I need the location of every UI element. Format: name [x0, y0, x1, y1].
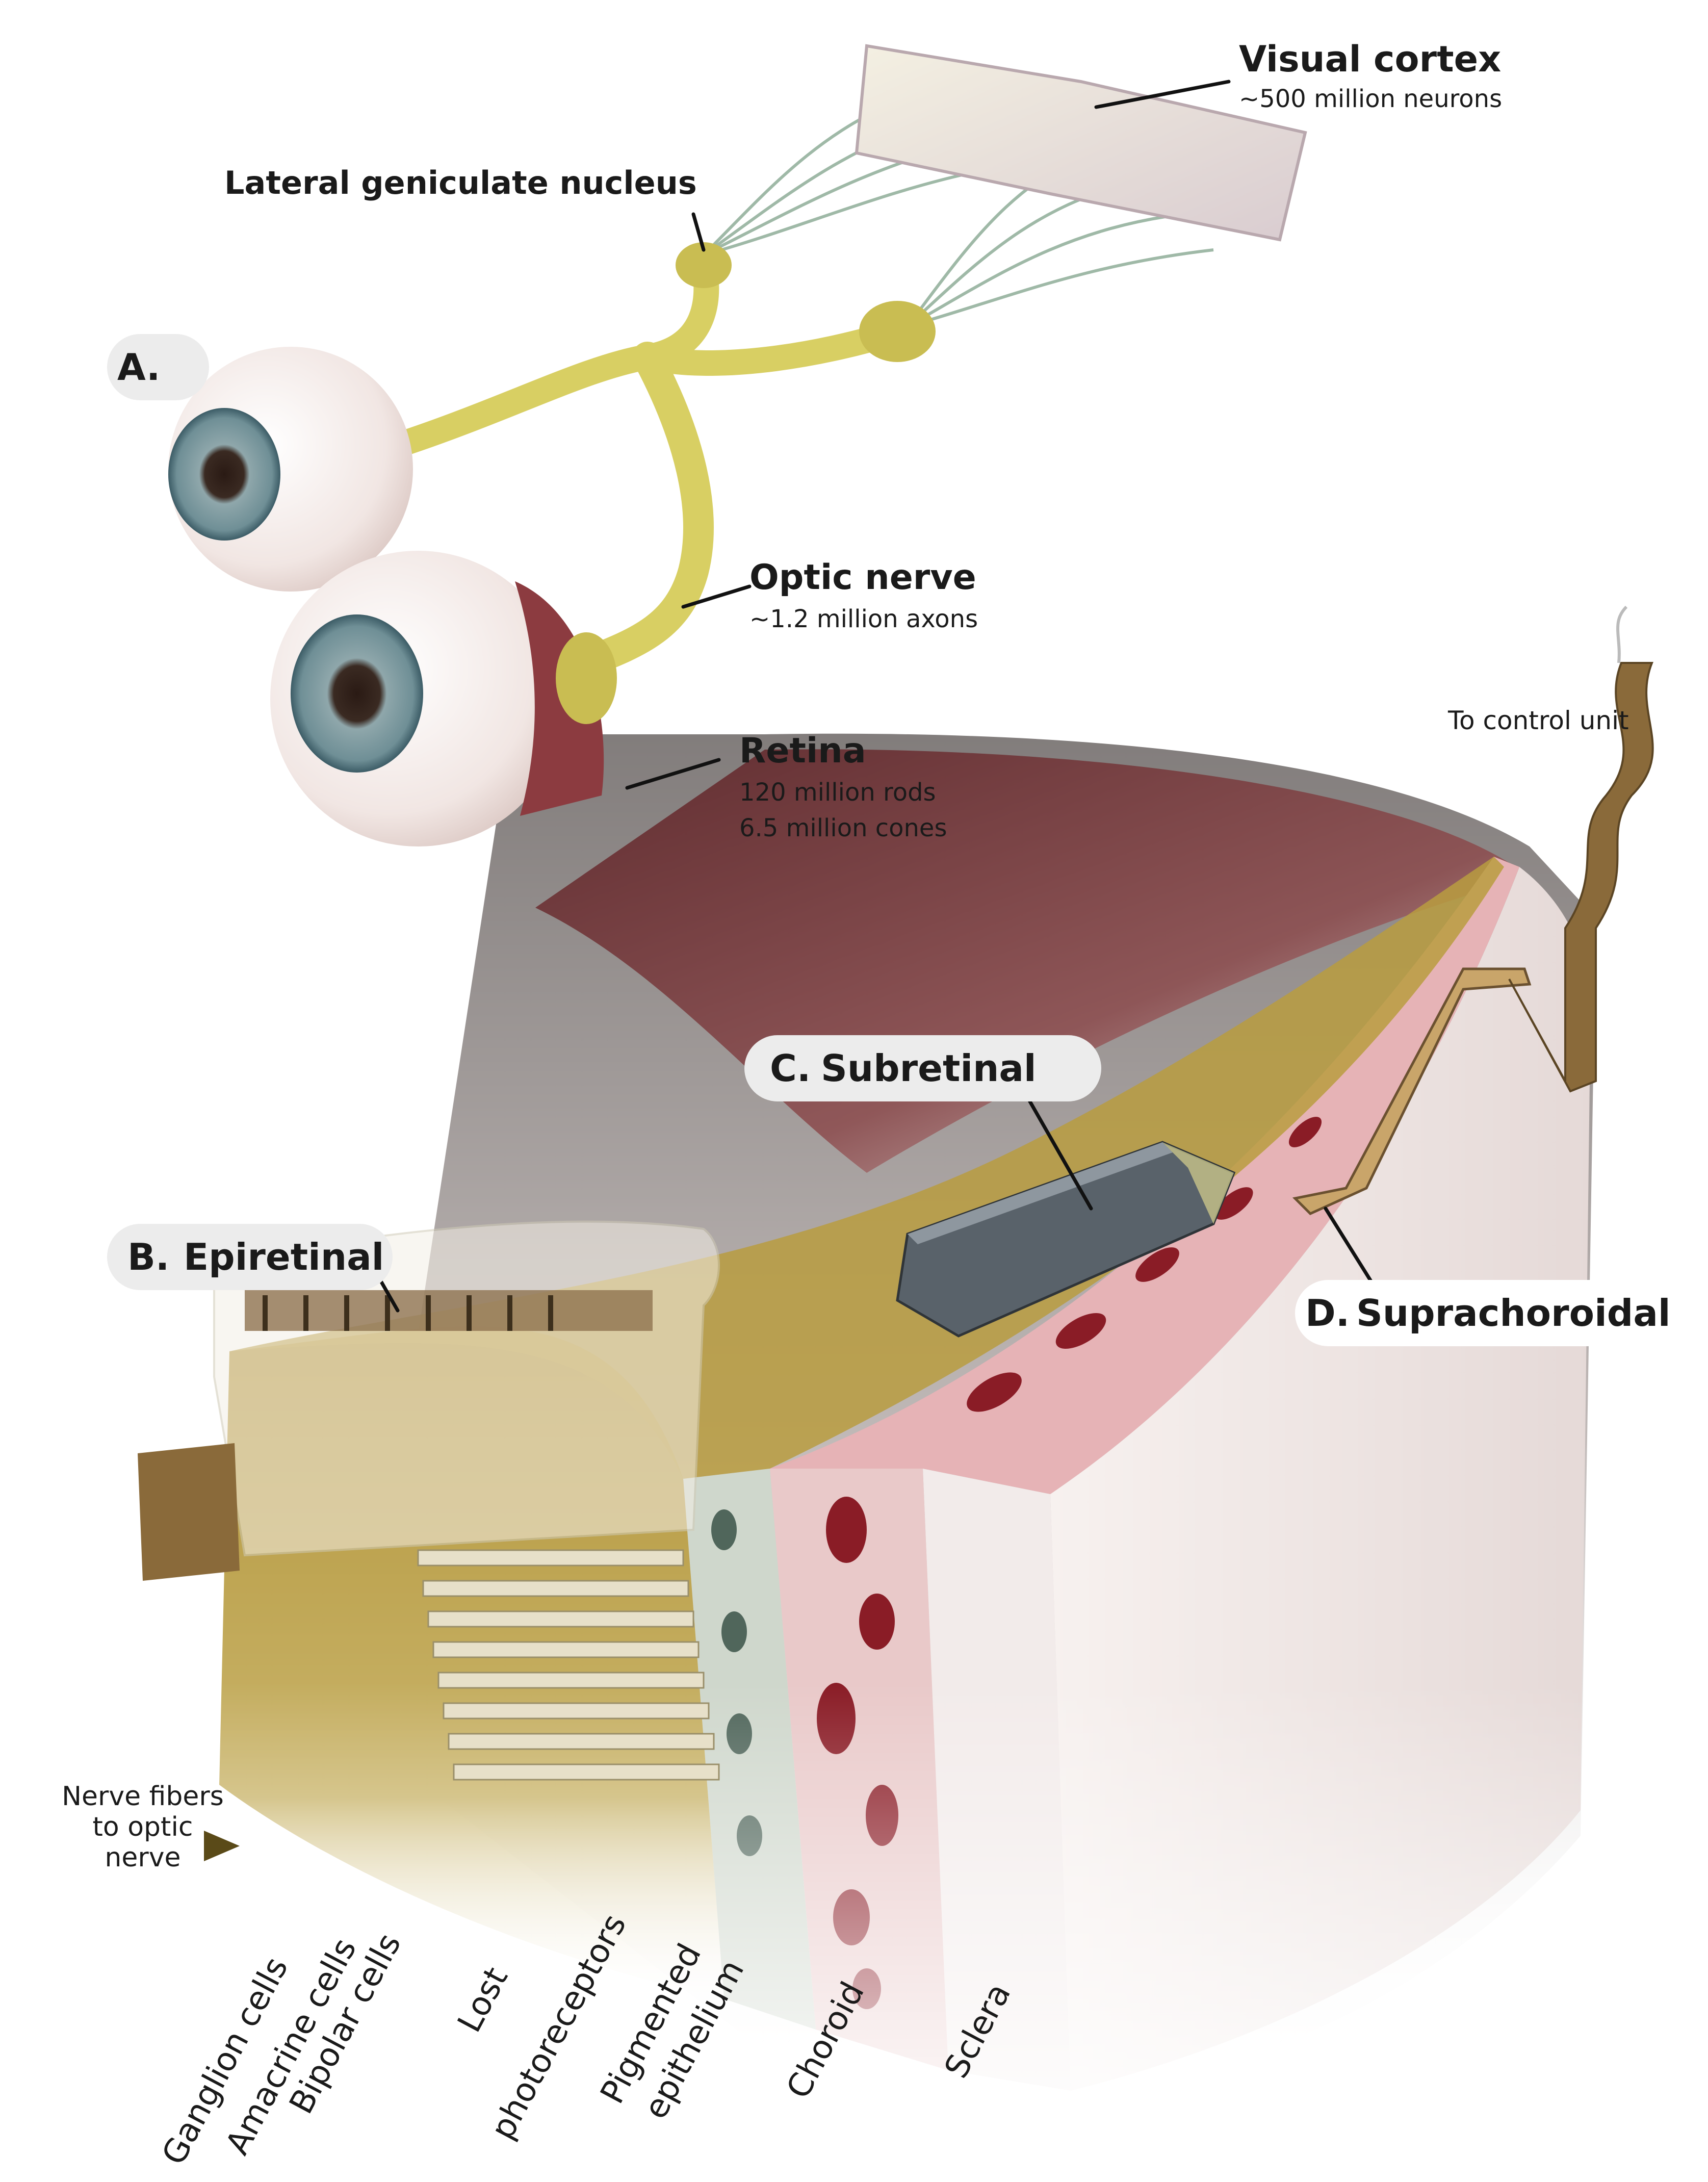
retina-label: Retina	[739, 731, 866, 771]
panel-b-name: Epiretinal	[184, 1236, 384, 1278]
panel-c-letter: C.	[770, 1047, 811, 1090]
panel-a-tag	[107, 334, 209, 400]
subretinal-implant	[896, 1141, 1236, 1338]
lgn-node-right	[859, 301, 936, 362]
epiretinal-cable	[417, 1549, 720, 1781]
panel-c-tag	[744, 1035, 1101, 1101]
electrode-grid	[263, 1295, 553, 1331]
optic-nerve-label: Optic nerve	[749, 557, 976, 598]
retina-cones: 6.5 million cones	[739, 814, 947, 842]
eye-wall-section	[153, 733, 1632, 2182]
panel-d-tag	[1295, 1280, 1677, 1346]
labels: Visual cortex ~500 million neurons Later…	[62, 38, 1671, 1873]
visual-cortex-label: Visual cortex	[1239, 38, 1501, 80]
visual-pathway	[168, 44, 1307, 846]
panel-a-letter: A.	[117, 346, 160, 389]
retina-rods: 120 million rods	[739, 778, 936, 807]
nerve-fibers-arrow	[204, 1831, 240, 1861]
lgn-node	[676, 242, 732, 288]
leader-lines	[375, 80, 1379, 1313]
control-unit-cable	[1508, 662, 1654, 1093]
panel-d-letter: D.	[1305, 1292, 1350, 1334]
visual-cortex	[855, 44, 1307, 242]
nerve-fibers-line3: nerve	[105, 1842, 180, 1873]
panel-b-tag	[107, 1224, 393, 1290]
visual-cortex-detail: ~500 million neurons	[1239, 85, 1502, 113]
nerve-fibers-line2: to optic	[93, 1812, 193, 1842]
suprachoroidal-implant	[1292, 605, 1654, 1215]
control-unit-label: To control unit	[1447, 706, 1629, 735]
optic-nerve-detail: ~1.2 million axons	[749, 605, 978, 633]
panel-d-name: Suprachoroidal	[1356, 1292, 1671, 1334]
panel-c-name: Subretinal	[821, 1047, 1037, 1090]
lgn-label: Lateral geniculate nucleus	[224, 164, 697, 201]
panel-b-letter: B.	[127, 1236, 169, 1278]
nerve-fibers-line1: Nerve fibers	[62, 1781, 224, 1812]
